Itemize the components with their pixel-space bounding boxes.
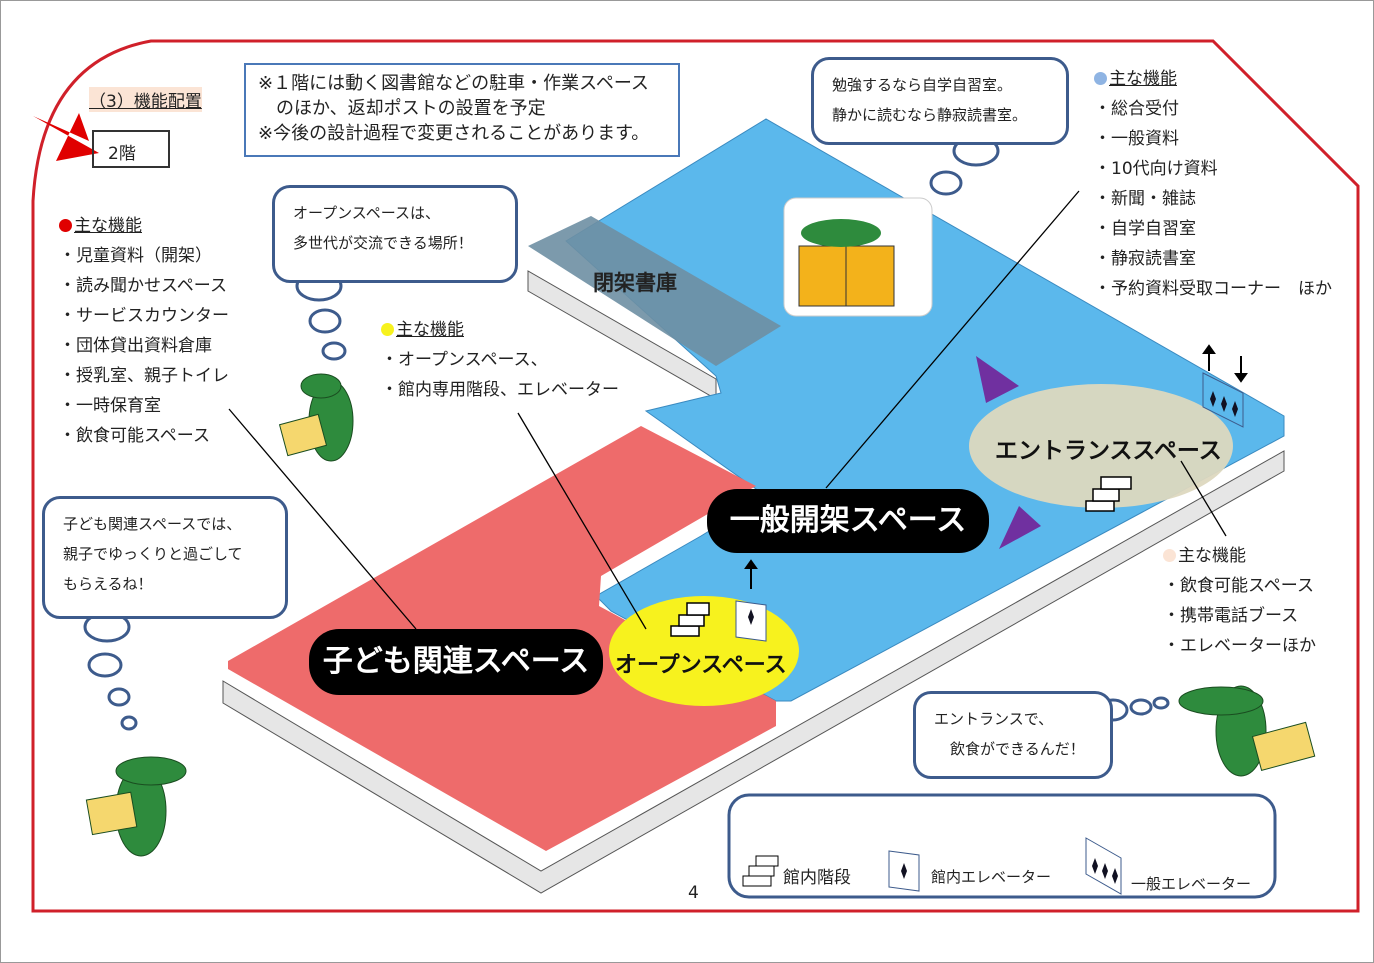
legend-box xyxy=(727,793,1277,899)
list-title: 主な機能 xyxy=(396,320,464,340)
entrance-area xyxy=(969,384,1233,508)
red-pointer-arrow xyxy=(33,113,99,161)
beige-dot-icon xyxy=(1163,549,1176,562)
children-functions-list: 主な機能 ・児童資料（開架） ・読み聞かせスペース ・サービスカウンター ・団体… xyxy=(59,211,229,451)
note-line: ※今後の設計過程で変更されることがあります。 xyxy=(258,123,650,144)
open-space-label: オープンスペース xyxy=(615,653,787,678)
bubble-text: もらえるね！ xyxy=(63,575,153,593)
speech-bubble-children: 子ども関連スペースでは、 親子でゆっくりと過ごして もらえるね！ xyxy=(42,496,288,619)
list-item: ・飲食可能スペース xyxy=(59,426,210,446)
open-space-functions-list: 主な機能 ・オープンスペース、 ・館内専用階段、エレベーター xyxy=(381,315,619,405)
list-item: ・授乳室、親子トイレ xyxy=(59,366,229,386)
speech-bubble-open-space: オープンスペースは、 多世代が交流できる場所！ xyxy=(272,185,518,283)
section-title-text: （3）機能配置 xyxy=(89,92,202,112)
floor-label: 2階 xyxy=(92,130,170,168)
speech-bubble-entrance: エントランスで、 飲食ができるんだ！ xyxy=(913,691,1113,779)
yellow-dot-icon xyxy=(381,323,394,336)
speech-bubble-study: 勉強するなら自学自習室。 静かに読むなら静寂読書室。 xyxy=(811,57,1069,145)
floor-base xyxy=(222,450,1285,894)
children-area-label: 子ども関連スペース xyxy=(309,629,603,695)
bubble-text: エントランスで、 xyxy=(934,710,1054,728)
list-item: ・読み聞かせスペース xyxy=(59,276,227,296)
entrance-functions-list: 主な機能 ・飲食可能スペース ・携帯電話ブース ・エレベーターほか xyxy=(1163,541,1316,661)
red-dot-icon xyxy=(59,219,72,232)
bubble-text: オープンスペースは、 xyxy=(293,204,441,222)
legend-stairs-label: 館内階段 xyxy=(783,868,851,888)
list-item: ・サービスカウンター xyxy=(59,306,229,326)
closed-stacks-label: 閉架書庫 xyxy=(593,271,677,295)
general-area-label: 一般開架スペース xyxy=(707,489,989,553)
list-item: ・一時保育室 xyxy=(59,396,161,416)
crocodile-mascot-icon xyxy=(85,373,1316,857)
bubble-text: 静かに読むなら静寂読書室。 xyxy=(832,106,1028,124)
list-item: ・予約資料受取コーナー ほか xyxy=(1094,279,1332,299)
elevator-diamond-icons xyxy=(748,391,1238,884)
legend-internal-elevator-label: 館内エレベーター xyxy=(931,868,1052,886)
list-item: ・総合受付 xyxy=(1094,99,1179,119)
design-note-box: ※１階には動く図書館などの駐車・作業スペース のほか、返却ポストの設置を予定 ※… xyxy=(244,63,680,157)
page-number: 4 xyxy=(688,883,699,903)
list-title: 主な機能 xyxy=(1178,546,1246,566)
entrance-arrow xyxy=(999,506,1041,549)
entrance-arrow xyxy=(976,356,1019,403)
bubble-text: 飲食ができるんだ！ xyxy=(950,740,1085,758)
list-item: ・10代向け資料 xyxy=(1094,159,1218,179)
list-item: ・団体貸出資料倉庫 xyxy=(59,336,212,356)
list-item: ・静寂読書室 xyxy=(1094,249,1196,269)
list-item: ・オープンスペース、 xyxy=(381,350,548,370)
list-item: ・エレベーターほか xyxy=(1163,636,1316,656)
list-item: ・一般資料 xyxy=(1094,129,1179,149)
note-line: のほか、返却ポストの設置を予定 xyxy=(258,98,546,119)
list-title: 主な機能 xyxy=(74,216,142,236)
closed-stacks-area xyxy=(528,216,781,366)
legend-stairs-icon xyxy=(742,855,779,887)
general-functions-list: 主な機能 ・総合受付 ・一般資料 ・10代向け資料 ・新聞・雑誌 ・自学自習室 … xyxy=(1094,64,1332,304)
red-frame xyxy=(31,39,1360,913)
list-item: ・自学自習室 xyxy=(1094,219,1196,239)
bubble-text: 子ども関連スペースでは、 xyxy=(63,515,242,533)
bubble-text: 親子でゆっくりと過ごして xyxy=(63,545,243,563)
list-item: ・新聞・雑誌 xyxy=(1094,189,1196,209)
section-title: （3）機能配置 xyxy=(89,87,202,112)
bubble-text: 多世代が交流できる場所！ xyxy=(293,234,473,252)
note-line: ※１階には動く図書館などの駐車・作業スペース xyxy=(258,73,649,94)
bubble-text: 勉強するなら自学自習室。 xyxy=(832,76,1013,94)
crocodile-reading-icon xyxy=(798,219,895,307)
list-item: ・携帯電話ブース xyxy=(1163,606,1299,626)
list-item: ・飲食可能スペース xyxy=(1163,576,1314,596)
general-area xyxy=(565,118,1285,702)
list-item: ・館内専用階段、エレベーター xyxy=(381,380,619,400)
list-item: ・児童資料（開架） xyxy=(59,246,212,266)
list-title: 主な機能 xyxy=(1109,69,1177,89)
legend-general-elevator-label: 一般エレベーター xyxy=(1131,875,1252,893)
entrance-area-label: エントランススペース xyxy=(995,438,1222,464)
blue-dot-icon xyxy=(1094,72,1107,85)
